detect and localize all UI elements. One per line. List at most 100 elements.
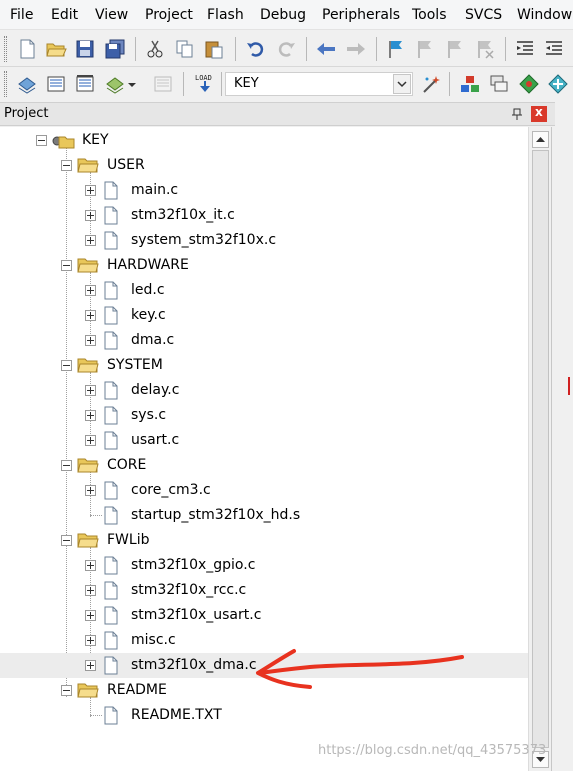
tree-file-core-cm3-c[interactable]: core_cm3.c [0,478,528,503]
next-bookmark-icon[interactable] [444,38,466,60]
save-icon[interactable] [74,38,96,60]
tree-file-rcc-c[interactable]: stm32f10x_rcc.c [0,578,528,603]
expand-toggle[interactable] [85,335,96,346]
tree-file-readme-txt[interactable]: README.TXT [0,703,528,728]
download-load-icon[interactable]: LOAD [192,72,218,96]
tree-file-key-c[interactable]: key.c [0,303,528,328]
tree-file-misc-c[interactable]: misc.c [0,628,528,653]
prev-bookmark-icon[interactable] [414,38,436,60]
rebuild-icon[interactable] [74,73,96,95]
menu-tools[interactable]: Tools [412,7,447,23]
collapse-toggle[interactable] [36,135,47,146]
tree-folder-system[interactable]: SYSTEM [0,353,528,378]
expand-toggle[interactable] [85,435,96,446]
tree-file-dma-c[interactable]: dma.c [0,328,528,353]
menu-view[interactable]: View [95,7,129,23]
scroll-thumb[interactable] [532,150,549,748]
collapse-toggle[interactable] [61,160,72,171]
redo-icon[interactable] [275,38,297,60]
translate-icon[interactable] [16,73,38,95]
menu-flash[interactable]: Flash [207,7,244,23]
paste-icon[interactable] [203,38,225,60]
target-options-icon[interactable] [420,73,442,95]
tree-file-sys-c[interactable]: sys.c [0,403,528,428]
expand-toggle[interactable] [85,560,96,571]
copy-icon[interactable] [174,38,196,60]
new-file-icon[interactable] [16,38,38,60]
collapse-toggle[interactable] [61,360,72,371]
tree-folder-readme[interactable]: README [0,678,528,703]
tree-folder-fwlib[interactable]: FWLib [0,528,528,553]
menu-svcs[interactable]: SVCS [465,7,503,23]
tree-folder-hardware[interactable]: HARDWARE [0,253,528,278]
collapse-toggle[interactable] [61,535,72,546]
unindent-icon[interactable] [543,38,565,60]
tree-file-startup-s[interactable]: startup_stm32f10x_hd.s [0,503,528,528]
tree-file-it-c[interactable]: stm32f10x_it.c [0,203,528,228]
tree-item-label: key.c [131,307,166,323]
tree-file-led-c[interactable]: led.c [0,278,528,303]
undo-icon[interactable] [245,38,267,60]
tree-file-usart-c[interactable]: usart.c [0,428,528,453]
pin-icon[interactable] [510,106,524,122]
close-pane-button[interactable]: x [531,105,547,122]
tree-file-gpio-c[interactable]: stm32f10x_gpio.c [0,553,528,578]
target-select[interactable]: KEY [225,72,413,96]
tree-item-root[interactable]: KEY [0,128,528,153]
manage-project-items-icon[interactable] [459,73,481,95]
build-icon[interactable] [45,73,67,95]
expand-toggle[interactable] [85,485,96,496]
expand-toggle[interactable] [85,610,96,621]
tree-folder-user[interactable]: USER [0,153,528,178]
expand-toggle[interactable] [85,310,96,321]
open-folder-icon[interactable] [45,38,67,60]
scroll-down-button[interactable] [532,751,549,768]
navigate-back-icon[interactable] [315,38,337,60]
expand-toggle[interactable] [85,635,96,646]
expand-toggle[interactable] [85,410,96,421]
tree-item-label: misc.c [131,632,176,648]
tree-file-fw-usart-c[interactable]: stm32f10x_usart.c [0,603,528,628]
expand-toggle[interactable] [85,235,96,246]
menu-debug[interactable]: Debug [260,7,307,23]
clear-bookmarks-icon[interactable] [474,38,496,60]
indent-icon[interactable] [514,38,536,60]
expand-toggle[interactable] [85,210,96,221]
tree-file-main-c[interactable]: main.c [0,178,528,203]
project-tree[interactable]: KEY USER main.c stm32f10x_it.c system_st… [0,127,528,771]
collapse-toggle[interactable] [61,460,72,471]
tree-file-system-c[interactable]: system_stm32f10x.c [0,228,528,253]
menu-project[interactable]: Project [145,7,193,23]
collapse-toggle[interactable] [61,685,72,696]
expand-toggle[interactable] [85,385,96,396]
collapse-toggle[interactable] [61,260,72,271]
cut-icon[interactable] [144,38,166,60]
manage-rte-icon[interactable] [518,73,540,95]
toolbar-grip[interactable] [4,71,7,97]
menu-peripherals[interactable]: Peripherals [322,7,401,23]
stop-build-icon[interactable] [152,73,174,95]
scroll-up-button[interactable] [532,131,549,148]
bookmark-icon[interactable] [385,38,407,60]
chevron-down-icon[interactable] [393,74,411,94]
expand-toggle[interactable] [85,285,96,296]
batch-build-icon[interactable] [104,73,126,95]
file-icon [103,606,119,625]
toolbar-separator [135,37,136,61]
expand-toggle[interactable] [85,660,96,671]
menu-file[interactable]: File [10,7,34,23]
tree-file-delay-c[interactable]: delay.c [0,378,528,403]
toolbar-grip[interactable] [4,36,7,62]
expand-toggle[interactable] [85,185,96,196]
folder-open-icon [77,157,99,174]
menu-window[interactable]: Window [517,7,573,23]
chevron-down-icon[interactable] [126,73,138,95]
tree-scrollbar[interactable] [528,127,551,771]
save-all-icon[interactable] [104,38,126,60]
tree-folder-core[interactable]: CORE [0,453,528,478]
expand-toggle[interactable] [85,585,96,596]
menu-edit[interactable]: Edit [51,7,79,23]
navigate-forward-icon[interactable] [345,38,367,60]
pack-installer-icon[interactable] [547,73,569,95]
select-packs-icon[interactable] [488,73,510,95]
